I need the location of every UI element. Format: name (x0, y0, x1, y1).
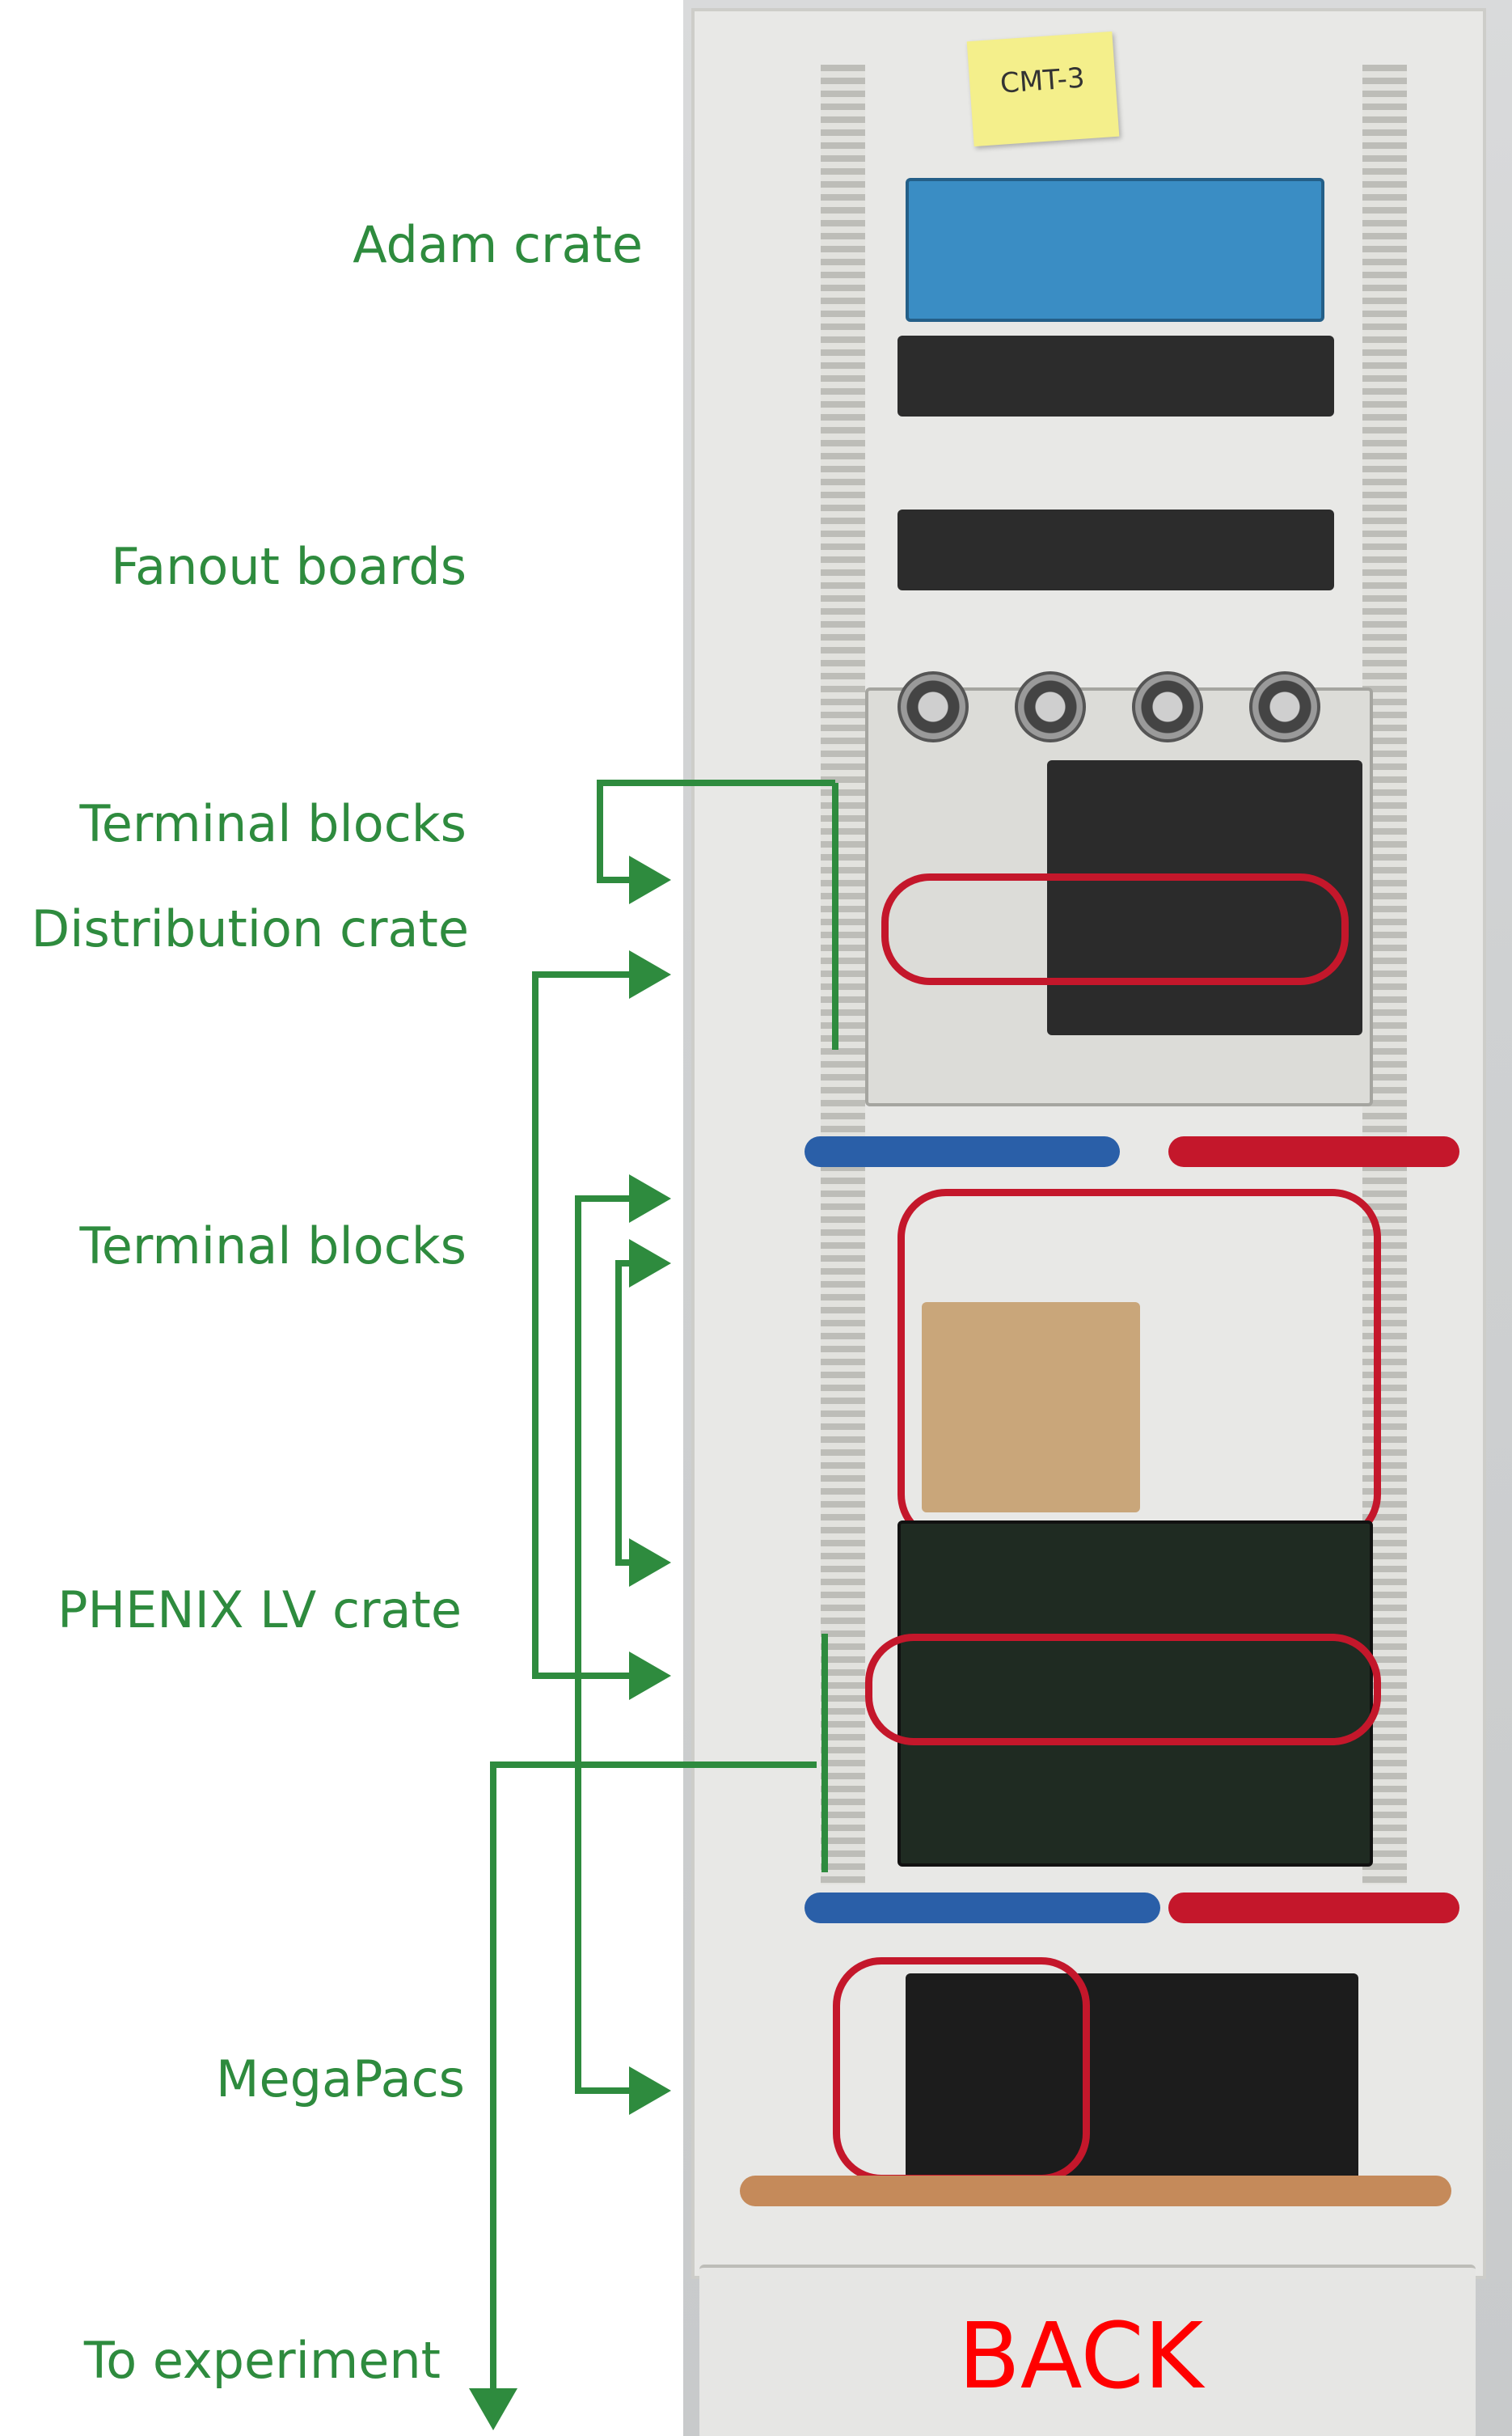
label-distribution-crate: Distribution crate (31, 899, 469, 958)
copper-pipe (740, 2176, 1451, 2206)
arrow-terminal-blocks-mid-2 (615, 1260, 639, 1566)
fan-3 (1132, 671, 1203, 742)
label-megapacs: MegaPacs (216, 2049, 465, 2108)
arrow-terminal-blocks-top (597, 780, 835, 883)
arrowhead-to-experiment (469, 2388, 517, 2430)
label-terminal-blocks-top: Terminal blocks (79, 794, 467, 853)
rack-base (699, 2265, 1476, 2436)
arrow-terminal-blocks-mid (575, 1195, 639, 2094)
fanout-board-1 (897, 336, 1334, 417)
arrowhead-terminal-blocks-mid-2 (629, 1239, 671, 1288)
megapacs (906, 1973, 1358, 2192)
label-to-experiment: To experiment (83, 2331, 441, 2390)
red-hose-upper (1168, 1136, 1459, 1167)
fan-4 (1249, 671, 1320, 742)
arrowhead-distribution-crate (629, 950, 671, 999)
fan-2 (1015, 671, 1086, 742)
back-label: BACK (958, 2304, 1204, 2409)
rack-photo: CMT-3 BACK (683, 0, 1512, 2436)
label-phenix-lv-crate: PHENIX LV crate (57, 1580, 462, 1639)
red-cable-bundle-1 (881, 873, 1349, 985)
fan-1 (897, 671, 969, 742)
fanout-board-2 (897, 510, 1334, 590)
label-terminal-blocks-mid: Terminal blocks (79, 1216, 467, 1275)
label-adam-crate: Adam crate (353, 215, 643, 274)
annotation-column: Adam crate Fanout boards Terminal blocks… (0, 0, 683, 2436)
arrowhead-terminal-blocks-mid (629, 1174, 671, 1223)
arrowhead-megapacs (629, 2066, 671, 2115)
arrow-to-experiment (490, 1761, 817, 2398)
arrowhead-phenix-lv-crate (629, 1651, 671, 1700)
cardboard-box (922, 1302, 1140, 1512)
blue-hose-upper (805, 1136, 1120, 1167)
adam-crate (906, 178, 1324, 322)
label-fanout-boards: Fanout boards (111, 537, 467, 596)
arrowhead-terminal-blocks-top (629, 856, 671, 904)
arrowhead-terminal-blocks-mid-3 (629, 1538, 671, 1587)
phenix-lv-crate (897, 1520, 1373, 1867)
red-cable-bundle-3 (865, 1634, 1381, 1745)
rack-rail-left (821, 65, 865, 1884)
blue-hose-lower (805, 1893, 1160, 1923)
arrow-distribution-crate (532, 971, 639, 1679)
red-hose-lower (1168, 1893, 1459, 1923)
